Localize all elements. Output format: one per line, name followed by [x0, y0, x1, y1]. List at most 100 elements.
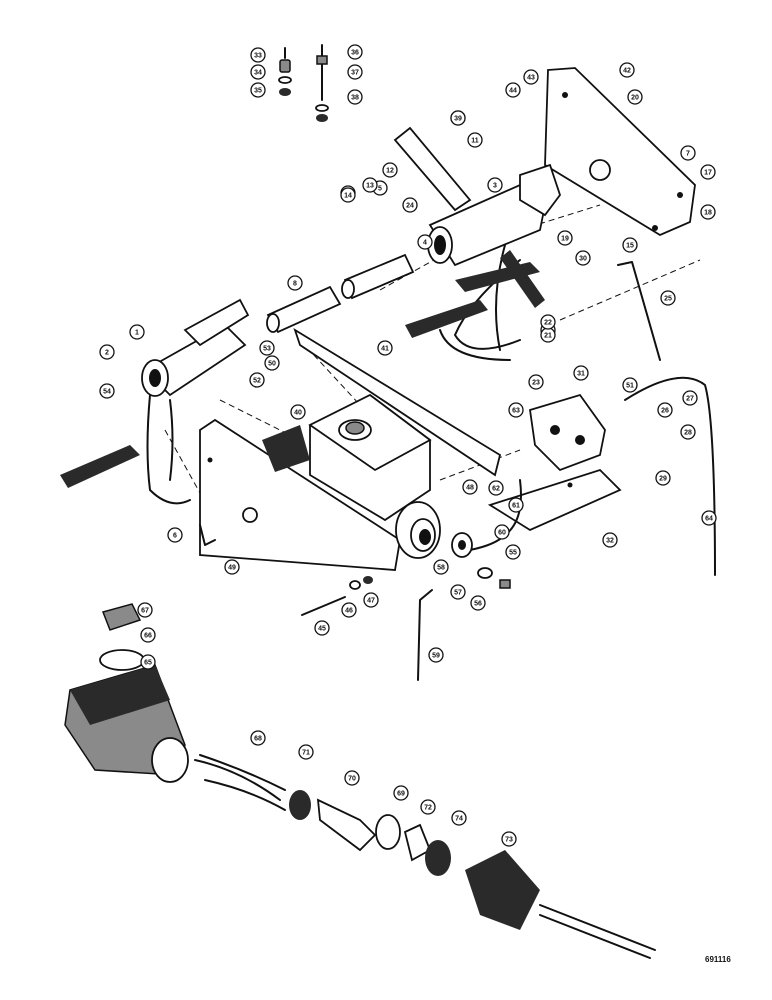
callout-65: 65: [140, 654, 156, 670]
callout-45: 45: [314, 620, 330, 636]
callout-61: 61: [508, 497, 524, 513]
callout-number: 68: [254, 736, 262, 743]
callout-number: 40: [294, 410, 302, 417]
callout-number: 33: [254, 53, 262, 60]
callout-number: 13: [366, 183, 374, 190]
callout-number: 66: [144, 633, 152, 640]
callout-11: 11: [467, 132, 483, 148]
callout-2: 2: [99, 344, 115, 360]
callout-59: 59: [428, 647, 444, 663]
callout-number: 64: [705, 516, 713, 523]
callout-19: 19: [557, 230, 573, 246]
callout-50: 50: [264, 355, 280, 371]
callout-number: 14: [344, 193, 352, 200]
callout-29: 29: [655, 470, 671, 486]
callout-55: 55: [505, 544, 521, 560]
callout-41: 41: [377, 340, 393, 356]
callout-35: 35: [250, 82, 266, 98]
callout-number: 42: [623, 68, 631, 75]
callout-labels: 1234567891011121314151617181920212223242…: [99, 44, 717, 847]
callout-number: 23: [532, 380, 540, 387]
callout-number: 55: [509, 550, 517, 557]
callout-28: 28: [680, 424, 696, 440]
callout-number: 4: [423, 240, 427, 247]
callout-number: 30: [579, 256, 587, 263]
callout-number: 1: [135, 330, 139, 337]
callout-51: 51: [622, 377, 638, 393]
callout-52: 52: [249, 372, 265, 388]
callout-32: 32: [602, 532, 618, 548]
callout-number: 54: [103, 389, 111, 396]
callout-number: 48: [466, 485, 474, 492]
callout-73: 73: [501, 831, 517, 847]
callout-number: 6: [173, 533, 177, 540]
callout-56: 56: [470, 595, 486, 611]
callout-47: 47: [363, 592, 379, 608]
rod-25: [617, 261, 661, 361]
callout-68: 68: [250, 730, 266, 746]
callout-number: 7: [686, 151, 690, 158]
callout-number: 18: [704, 210, 712, 217]
callout-number: 38: [351, 95, 359, 102]
shaft-pair: [266, 253, 415, 334]
callout-number: 22: [544, 320, 552, 327]
callout-39: 39: [450, 110, 466, 126]
callout-number: 57: [454, 590, 462, 597]
callout-number: 20: [631, 95, 639, 102]
callout-14: 14: [340, 187, 356, 203]
callout-number: 63: [512, 408, 520, 415]
callout-number: 34: [254, 70, 262, 77]
callout-number: 46: [345, 608, 353, 615]
callout-number: 37: [351, 70, 359, 77]
exploded-master-cylinder: [64, 603, 656, 959]
callout-30: 30: [575, 250, 591, 266]
callout-number: 26: [661, 408, 669, 415]
callout-26: 26: [657, 402, 673, 418]
callout-number: 65: [144, 660, 152, 667]
callout-number: 2: [105, 350, 109, 357]
callout-71: 71: [298, 744, 314, 760]
callout-27: 27: [682, 390, 698, 406]
callout-22: 22: [540, 314, 556, 330]
callout-number: 60: [498, 530, 506, 537]
callout-number: 47: [367, 598, 375, 605]
callout-number: 62: [492, 486, 500, 493]
callout-48: 48: [462, 479, 478, 495]
callout-number: 43: [527, 75, 535, 82]
callout-number: 32: [606, 538, 614, 545]
hardware-stack-left: [278, 47, 292, 96]
upper-mounting-bracket: [544, 67, 696, 237]
callout-number: 25: [664, 296, 672, 303]
callout-number: 59: [432, 653, 440, 660]
callout-6: 6: [167, 527, 183, 543]
callout-31: 31: [573, 365, 589, 381]
cross-shaft-upper: [393, 126, 562, 351]
callout-53: 53: [259, 340, 275, 356]
callout-number: 67: [141, 608, 149, 615]
callout-46: 46: [341, 602, 357, 618]
callout-8: 8: [287, 275, 303, 291]
callout-number: 39: [454, 116, 462, 123]
callout-21: 21: [540, 327, 556, 343]
callout-38: 38: [347, 89, 363, 105]
callout-number: 45: [318, 626, 326, 633]
callout-number: 50: [268, 361, 276, 368]
small-fittings: [199, 524, 511, 616]
callout-58: 58: [433, 559, 449, 575]
callout-number: 27: [686, 396, 694, 403]
callout-34: 34: [250, 64, 266, 80]
callout-number: 51: [626, 383, 634, 390]
callout-number: 72: [424, 805, 432, 812]
left-pedal-assembly: [60, 298, 250, 505]
callout-number: 11: [471, 138, 479, 145]
callout-23: 23: [528, 374, 544, 390]
main-frame-plate: [199, 327, 502, 571]
callout-33: 33: [250, 47, 266, 63]
callout-number: 15: [626, 243, 634, 250]
callout-15: 15: [622, 237, 638, 253]
callout-number: 12: [386, 168, 394, 175]
callout-number: 52: [253, 378, 261, 385]
bolt-stack-right: [315, 44, 329, 122]
callout-number: 28: [684, 430, 692, 437]
